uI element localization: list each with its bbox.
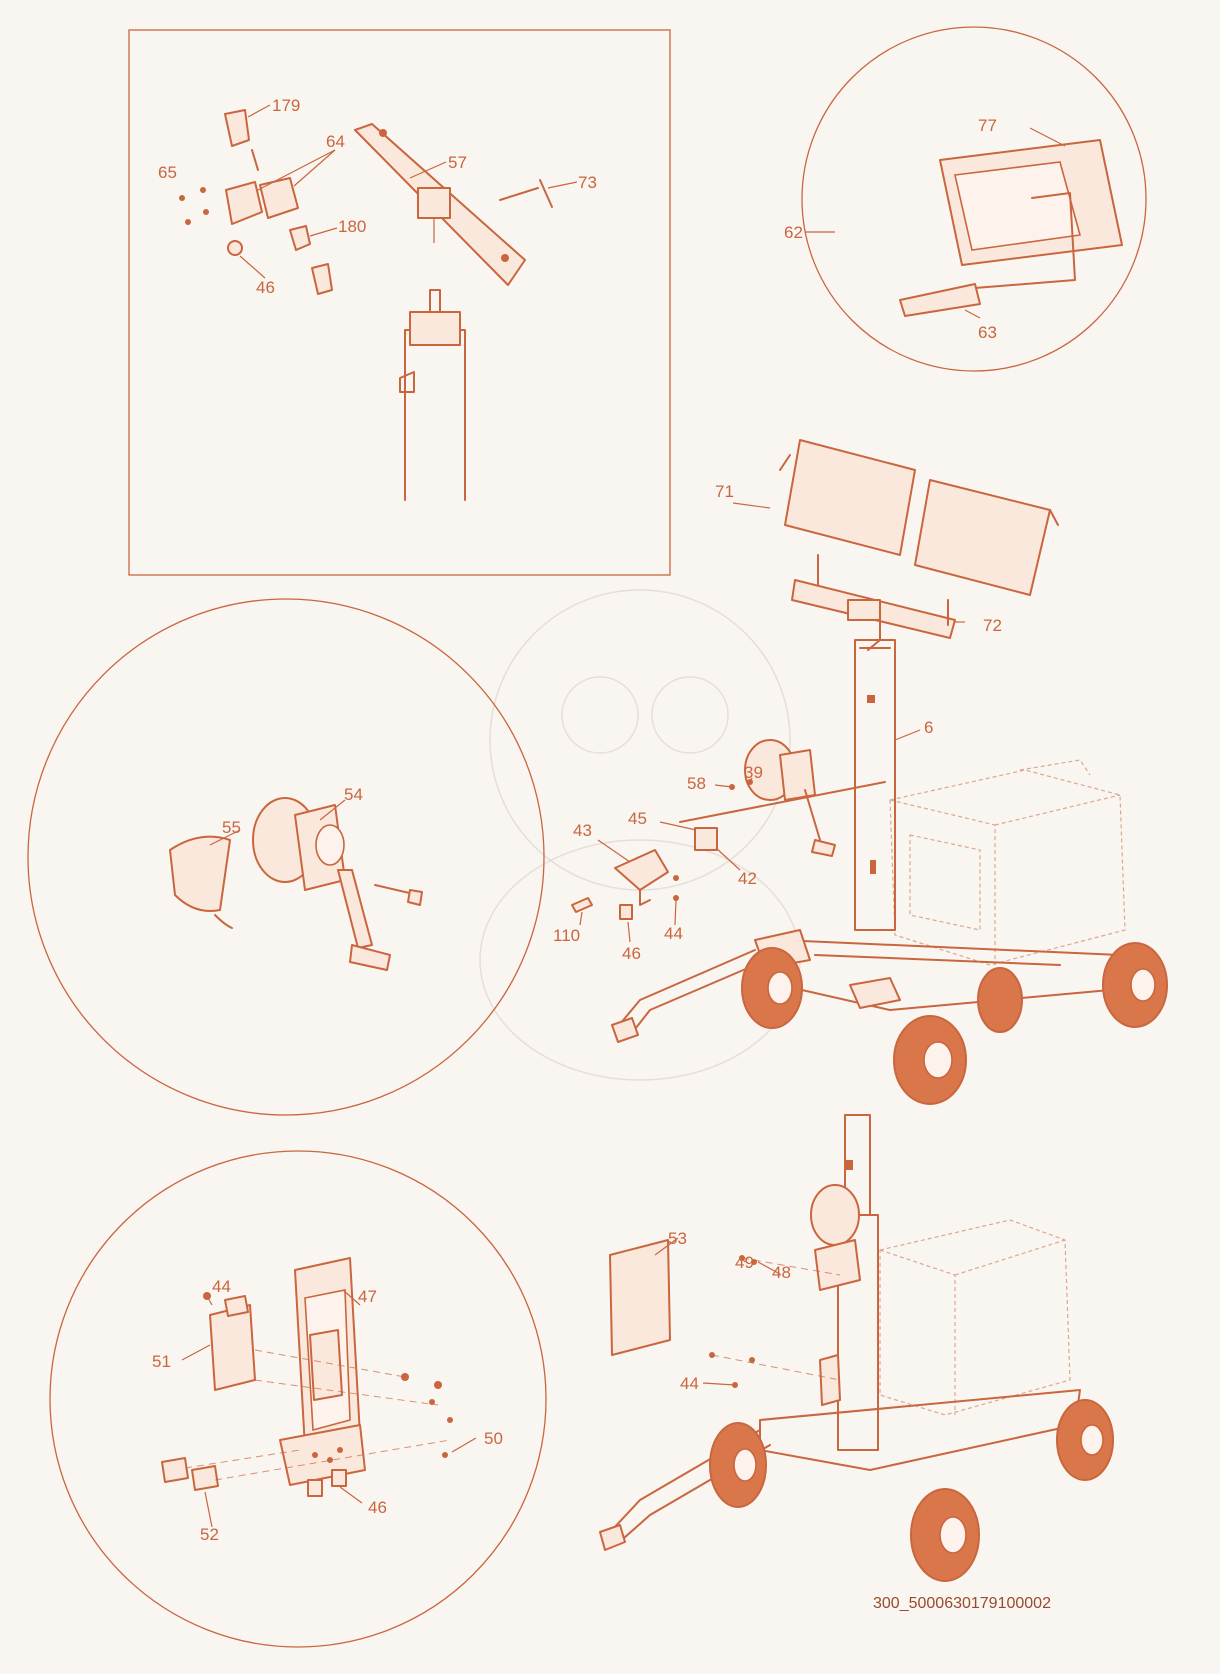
inset-floodlight bbox=[801, 26, 1147, 372]
callout-179: 179 bbox=[272, 96, 300, 115]
callout-49: 49 bbox=[735, 1253, 754, 1272]
lamp-tube bbox=[899, 283, 981, 317]
inset-light-bar-assembly bbox=[128, 29, 671, 576]
callout-labels: 179 64 57 65 73 180 46 77 62 63 71 72 6 … bbox=[152, 96, 1002, 1544]
callout-53: 53 bbox=[668, 1229, 687, 1248]
winch-handle bbox=[337, 869, 373, 949]
inset-circle-floodlight bbox=[801, 26, 1147, 372]
generator-outline-lower bbox=[879, 1219, 1071, 1416]
plug-52b bbox=[191, 1465, 219, 1491]
callout-6: 6 bbox=[924, 718, 933, 737]
chassis bbox=[779, 939, 1121, 1011]
callout-57: 57 bbox=[448, 153, 467, 172]
cover-53 bbox=[609, 1239, 671, 1356]
callout-73: 73 bbox=[578, 173, 597, 192]
main-light-tower bbox=[571, 439, 1168, 1105]
callout-54: 54 bbox=[344, 785, 363, 804]
generator-outline bbox=[889, 759, 1126, 966]
callout-63: 63 bbox=[978, 323, 997, 342]
mast bbox=[854, 639, 896, 931]
callout-77: 77 bbox=[978, 116, 997, 135]
callout-48: 48 bbox=[772, 1263, 791, 1282]
callout-42: 42 bbox=[738, 869, 757, 888]
callout-44-mid: 44 bbox=[664, 924, 683, 943]
callout-65: 65 bbox=[158, 163, 177, 182]
inset-electrical-panel bbox=[49, 1150, 547, 1648]
callout-52: 52 bbox=[200, 1525, 219, 1544]
callout-62: 62 bbox=[784, 223, 803, 242]
callout-46-top: 46 bbox=[256, 278, 275, 297]
inset-frame bbox=[128, 29, 671, 576]
wheels bbox=[741, 942, 1168, 1105]
lower-tower-assembly bbox=[599, 1114, 1114, 1582]
callout-45: 45 bbox=[628, 809, 647, 828]
callout-72: 72 bbox=[983, 616, 1002, 635]
switch-42 bbox=[694, 827, 718, 851]
callout-46-panel: 46 bbox=[368, 1498, 387, 1517]
inset-circle-winch bbox=[27, 598, 545, 1116]
callout-64: 64 bbox=[326, 132, 345, 151]
inset-circle-panel bbox=[49, 1150, 547, 1648]
callout-46-mid: 46 bbox=[622, 944, 641, 963]
callout-55: 55 bbox=[222, 818, 241, 837]
callout-50: 50 bbox=[484, 1429, 503, 1448]
callout-47: 47 bbox=[358, 1287, 377, 1306]
drawing-code: 300_5000630179100002 bbox=[873, 1595, 1051, 1612]
inset-hand-winch bbox=[27, 598, 545, 1116]
floodlight-left bbox=[784, 439, 916, 556]
winch-cover-55 bbox=[169, 835, 231, 912]
callout-44-lower: 44 bbox=[680, 1374, 699, 1393]
callout-180: 180 bbox=[338, 217, 366, 236]
callout-39: 39 bbox=[744, 763, 763, 782]
callout-71: 71 bbox=[715, 482, 734, 501]
callout-58: 58 bbox=[687, 774, 706, 793]
callout-43: 43 bbox=[573, 821, 592, 840]
callout-44-panel: 44 bbox=[212, 1277, 231, 1296]
plug-52a bbox=[161, 1457, 189, 1483]
callout-51: 51 bbox=[152, 1352, 171, 1371]
socket-51 bbox=[209, 1304, 256, 1391]
callout-110: 110 bbox=[553, 926, 580, 945]
connector-46 bbox=[619, 904, 633, 920]
bracket-43 bbox=[614, 849, 669, 891]
floodlight-right bbox=[914, 479, 1051, 596]
pin-110 bbox=[571, 897, 593, 913]
